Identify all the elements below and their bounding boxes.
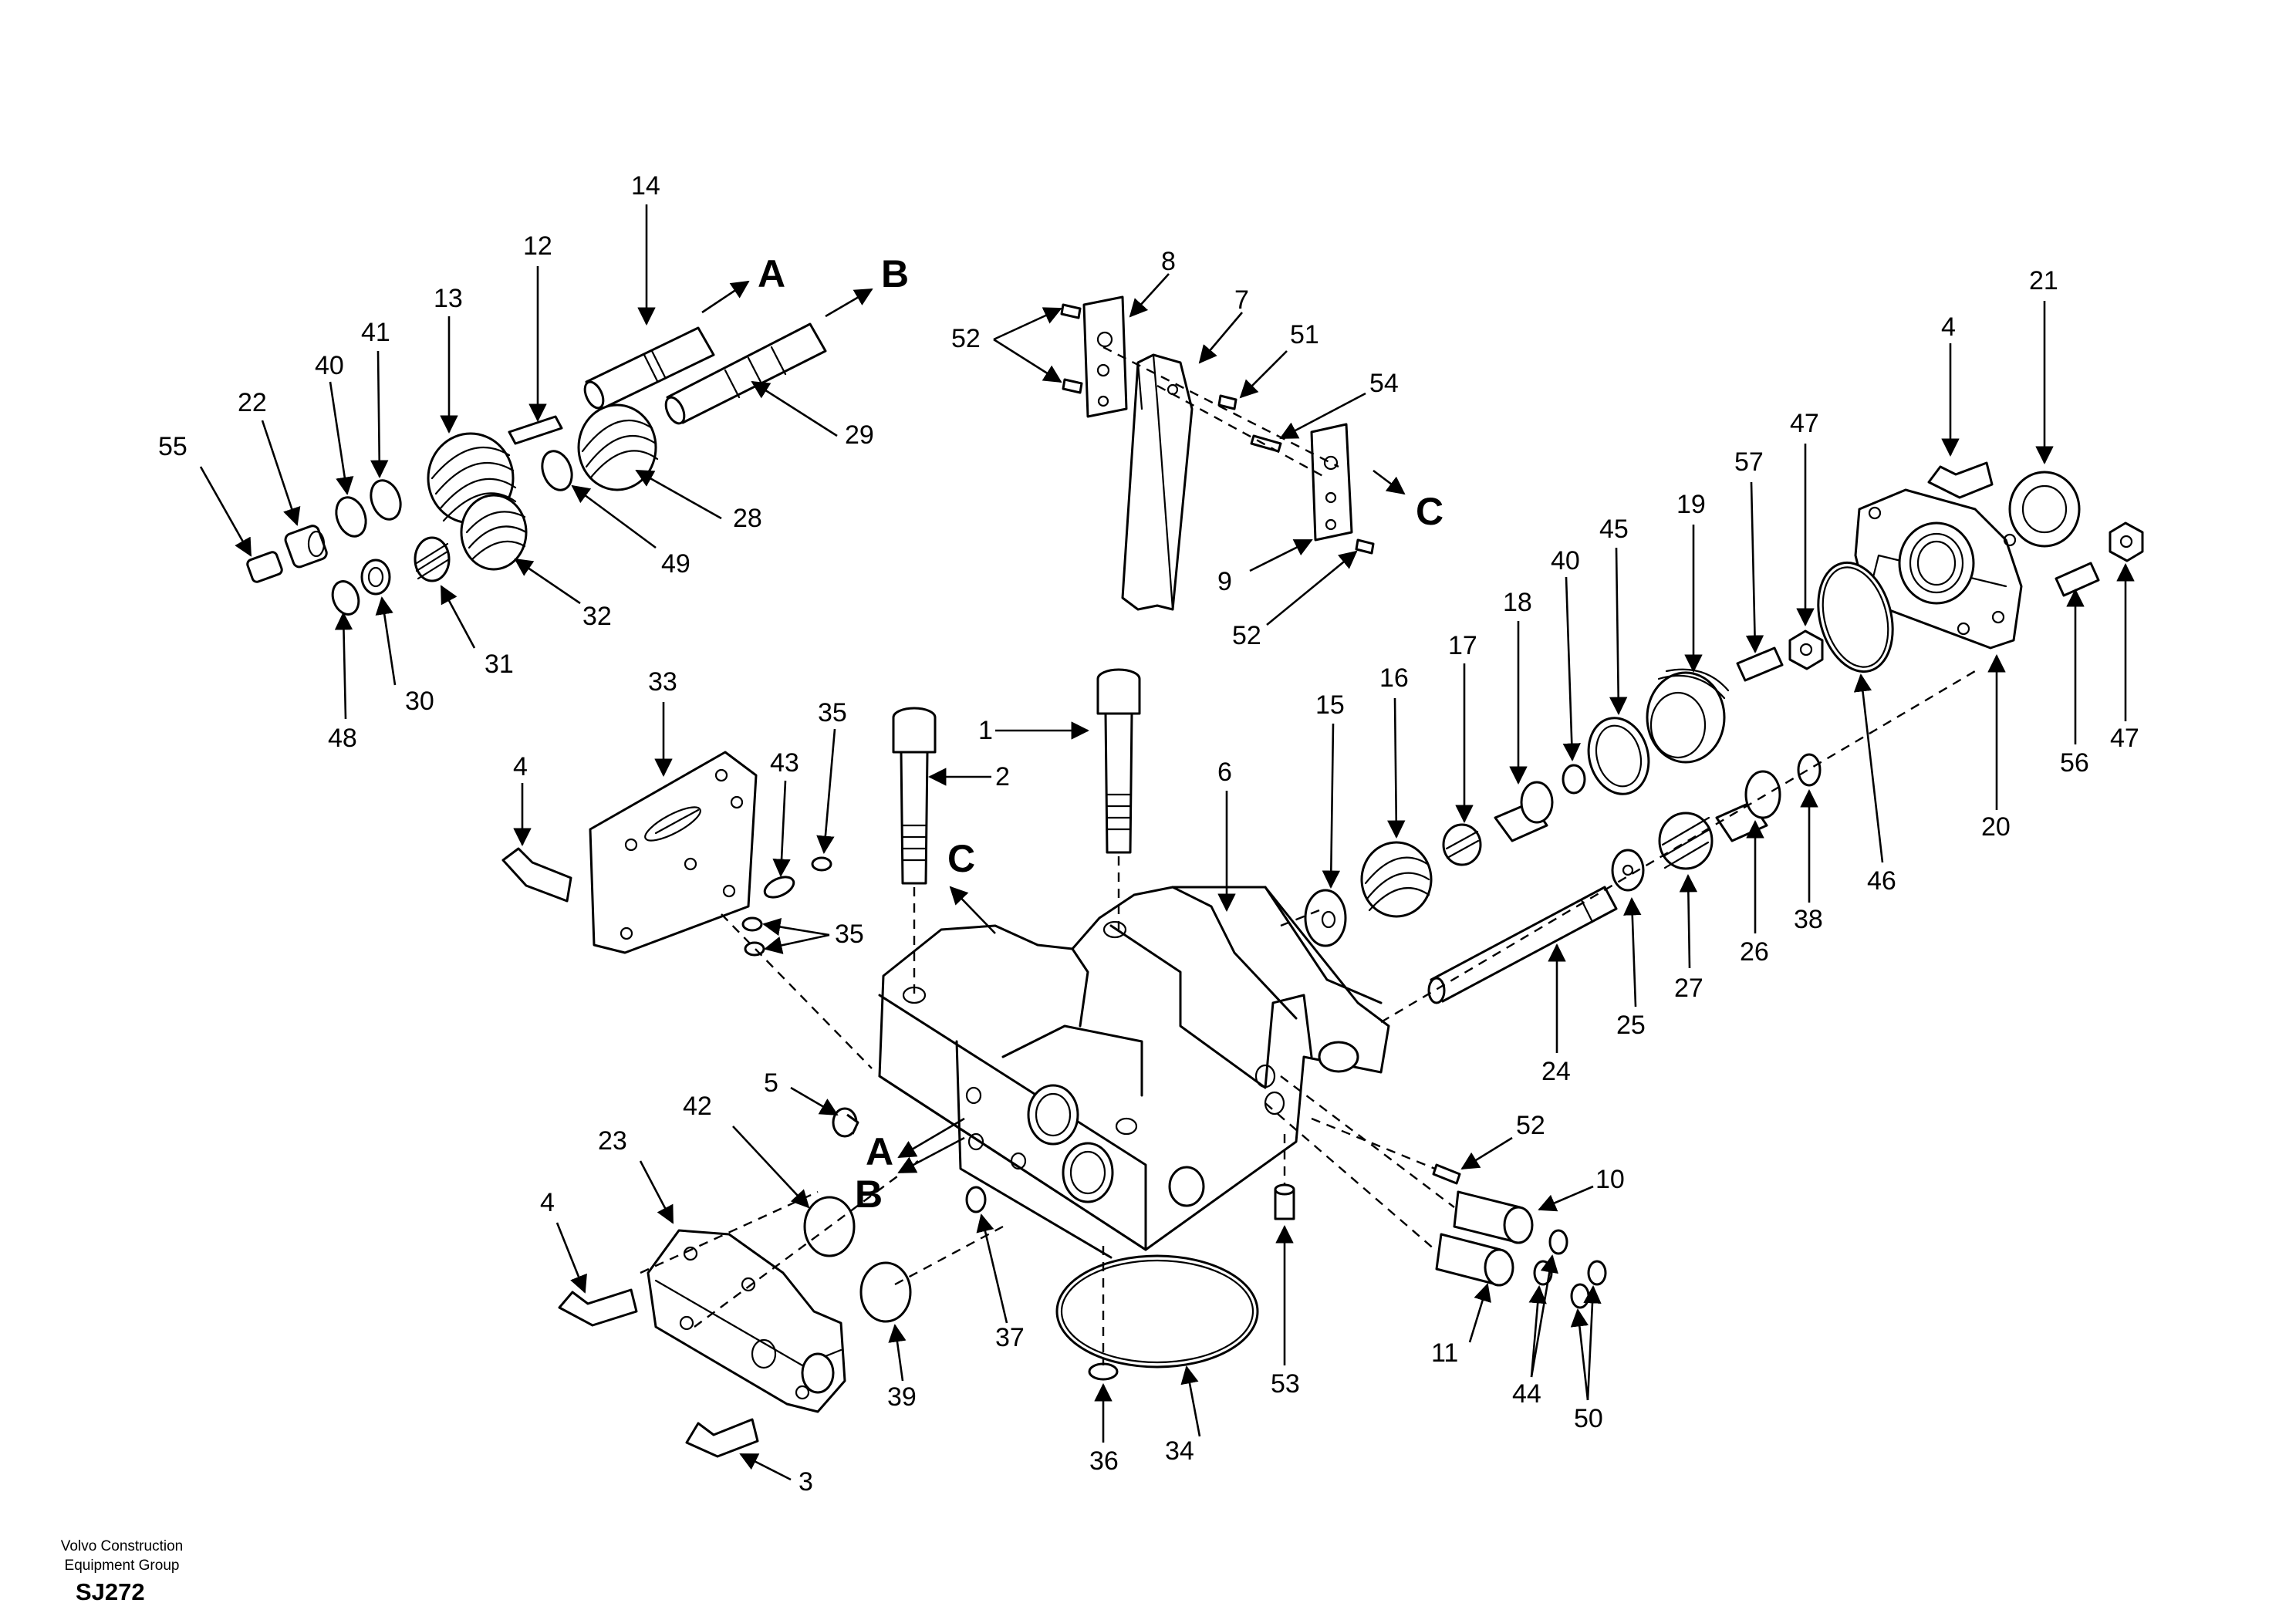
letter-a-low: A bbox=[866, 1130, 893, 1173]
label-26: 26 bbox=[1740, 937, 1769, 967]
reference-letters: A B A B C C bbox=[758, 252, 1443, 1216]
label-4: 4 bbox=[513, 752, 528, 781]
bolt-part-2 bbox=[892, 707, 937, 885]
label-4-right: 4 bbox=[1941, 312, 1956, 342]
label-28: 28 bbox=[733, 504, 762, 533]
label-34: 34 bbox=[1165, 1436, 1194, 1466]
bolt-part-4-left bbox=[501, 847, 572, 903]
label-52-a: 52 bbox=[951, 324, 981, 353]
label-54: 54 bbox=[1369, 369, 1399, 398]
link-plate-part-9 bbox=[1310, 423, 1353, 542]
label-3: 3 bbox=[799, 1467, 813, 1497]
label-49: 49 bbox=[661, 549, 690, 579]
cover-plate-part-33 bbox=[589, 751, 758, 954]
label-52-c: 52 bbox=[1516, 1111, 1545, 1140]
letter-b-top: B bbox=[881, 252, 909, 295]
label-20: 20 bbox=[1981, 812, 2011, 842]
label-47-right: 47 bbox=[2110, 724, 2139, 753]
leader-arrows bbox=[199, 204, 2135, 1481]
label-22: 22 bbox=[238, 388, 267, 417]
link-plate-part-8 bbox=[1082, 295, 1128, 418]
label-10: 10 bbox=[1595, 1165, 1625, 1194]
bolt-part-1 bbox=[1096, 668, 1141, 854]
label-57: 57 bbox=[1734, 447, 1764, 477]
label-15: 15 bbox=[1315, 690, 1345, 720]
label-51: 51 bbox=[1290, 320, 1319, 349]
label-46: 46 bbox=[1867, 866, 1896, 896]
label-27: 27 bbox=[1674, 974, 1703, 1003]
label-9: 9 bbox=[1217, 567, 1232, 596]
label-31: 31 bbox=[485, 650, 514, 679]
company-line-2: Equipment Group bbox=[64, 1558, 180, 1574]
label-44: 44 bbox=[1512, 1379, 1541, 1409]
assembly-lines bbox=[640, 346, 1976, 1365]
label-4-lower: 4 bbox=[540, 1188, 555, 1217]
label-35: 35 bbox=[818, 698, 847, 727]
label-29: 29 bbox=[845, 420, 874, 450]
label-1: 1 bbox=[978, 716, 993, 745]
bolt-part-4-lower bbox=[558, 1288, 638, 1327]
company-line-1: Volvo Construction bbox=[60, 1538, 184, 1554]
valve-body-part-6 bbox=[878, 886, 1390, 1259]
label-40: 40 bbox=[315, 351, 344, 380]
letter-c-center: C bbox=[947, 837, 975, 880]
lower-cover-part-23 bbox=[647, 1229, 846, 1413]
bolt-part-3 bbox=[685, 1418, 759, 1458]
label-38: 38 bbox=[1794, 905, 1823, 934]
label-30: 30 bbox=[405, 687, 434, 716]
label-8: 8 bbox=[1161, 247, 1176, 276]
label-17: 17 bbox=[1448, 631, 1477, 660]
label-36: 36 bbox=[1089, 1446, 1119, 1476]
label-11: 11 bbox=[1431, 1338, 1458, 1368]
label-24: 24 bbox=[1541, 1057, 1571, 1086]
part-number-labels: 1 2 3 4 4 4 4 5 6 7 8 9 10 11 12 13 14 1… bbox=[158, 171, 2139, 1497]
drawing-code: SJ272 bbox=[76, 1578, 145, 1605]
label-7: 7 bbox=[1234, 285, 1249, 315]
label-47: 47 bbox=[1790, 409, 1819, 438]
label-35-low: 35 bbox=[835, 920, 864, 949]
lever-part-7 bbox=[1121, 353, 1194, 611]
label-25: 25 bbox=[1616, 1011, 1646, 1040]
company-name: Volvo Construction Equipment Group bbox=[37, 1537, 207, 1575]
label-55: 55 bbox=[158, 432, 187, 461]
label-18: 18 bbox=[1503, 588, 1532, 617]
spool-parts-upper-left bbox=[246, 322, 827, 616]
label-56: 56 bbox=[2060, 748, 2089, 778]
label-13: 13 bbox=[434, 284, 463, 313]
bolt-part-4-right bbox=[1927, 461, 1994, 499]
label-16: 16 bbox=[1379, 663, 1409, 693]
letter-c-right: C bbox=[1416, 490, 1443, 533]
label-50: 50 bbox=[1574, 1404, 1603, 1433]
label-2: 2 bbox=[995, 762, 1010, 791]
label-45: 45 bbox=[1599, 515, 1629, 544]
label-23: 23 bbox=[598, 1126, 627, 1156]
label-6: 6 bbox=[1217, 758, 1232, 787]
label-52-b: 52 bbox=[1232, 621, 1261, 650]
label-41: 41 bbox=[361, 318, 390, 347]
label-42: 42 bbox=[683, 1092, 712, 1121]
label-40-right: 40 bbox=[1551, 546, 1580, 575]
label-19: 19 bbox=[1676, 490, 1706, 519]
label-14: 14 bbox=[631, 171, 660, 201]
label-12: 12 bbox=[523, 231, 552, 261]
label-39: 39 bbox=[887, 1382, 917, 1412]
letter-b-low: B bbox=[855, 1173, 883, 1216]
label-43: 43 bbox=[770, 748, 799, 778]
label-32: 32 bbox=[582, 602, 612, 631]
label-48: 48 bbox=[328, 724, 357, 753]
label-33: 33 bbox=[648, 667, 677, 697]
label-37: 37 bbox=[995, 1323, 1025, 1352]
label-21: 21 bbox=[2029, 266, 2058, 295]
label-5: 5 bbox=[764, 1068, 778, 1098]
valve-parts-right bbox=[1274, 471, 2144, 1309]
label-53: 53 bbox=[1271, 1369, 1300, 1399]
letter-a-top: A bbox=[758, 252, 785, 295]
